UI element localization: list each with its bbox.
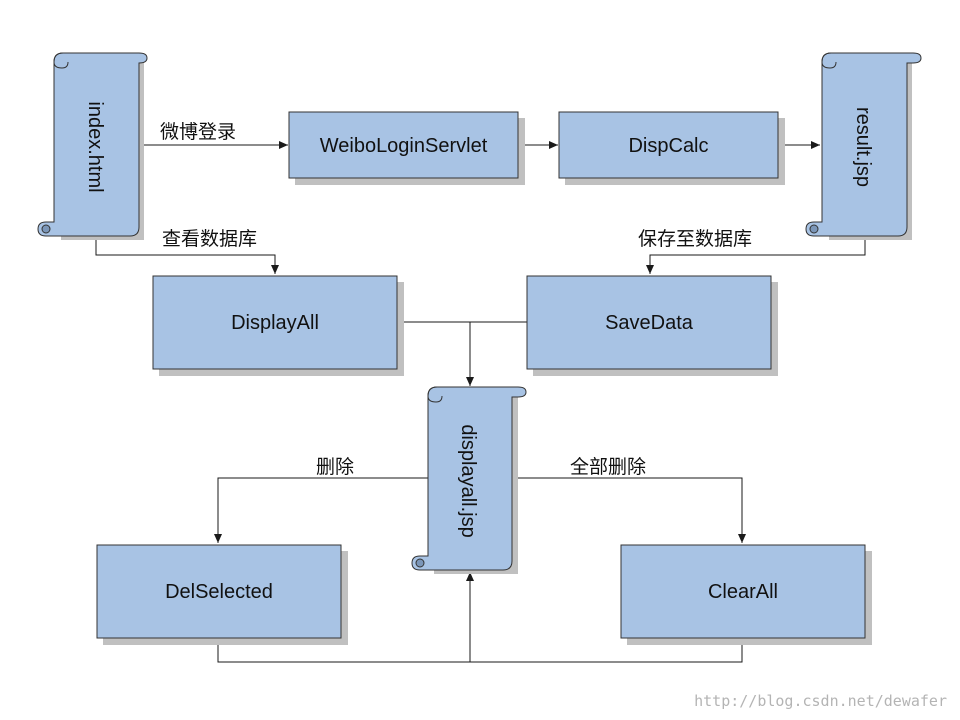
edge-delselected-return (217, 638, 743, 663)
edge-index-to-displayall (95, 236, 279, 274)
node-del-selected: DelSelected (96, 544, 348, 645)
node-label: DelSelected (165, 581, 273, 603)
edge-jsp-to-delselected (214, 477, 428, 543)
edge-label-delete-all: 全部删除 (570, 456, 646, 478)
edge-label-save-db: 保存至数据库 (638, 228, 752, 250)
node-label: DisplayAll (231, 312, 319, 334)
edge-jsp-to-clearall (512, 477, 746, 543)
watermark-text: http://blog.csdn.net/dewafer (694, 692, 947, 710)
connectors (95, 141, 866, 663)
node-save-data: SaveData (526, 275, 778, 376)
node-label: DispCalc (628, 135, 708, 157)
node-display-all: DisplayAll (152, 275, 404, 376)
node-label: ClearAll (708, 581, 778, 603)
edge-label-login: 微博登录 (160, 121, 236, 143)
node-label: WeiboLoginServlet (320, 135, 488, 157)
node-disp-calc: DispCalc (558, 111, 785, 185)
node-label: SaveData (605, 312, 694, 334)
node-index-html: index.html (37, 52, 148, 240)
node-clear-all: ClearAll (620, 544, 872, 645)
node-result-jsp: result.jsp (805, 52, 922, 240)
node-weibo-login-servlet: WeiboLoginServlet (288, 111, 525, 185)
node-label: displayall.jsp (457, 424, 479, 537)
edge-label-delete: 删除 (316, 456, 354, 478)
node-displayall-jsp: displayall.jsp (411, 386, 527, 574)
edge-result-to-savedata (646, 236, 866, 274)
node-label: result.jsp (852, 107, 874, 187)
node-label: index.html (84, 101, 106, 192)
edge-label-view-db: 查看数据库 (162, 228, 257, 250)
edge-labels: 微博登录 查看数据库 保存至数据库 删除 全部删除 (160, 121, 752, 478)
